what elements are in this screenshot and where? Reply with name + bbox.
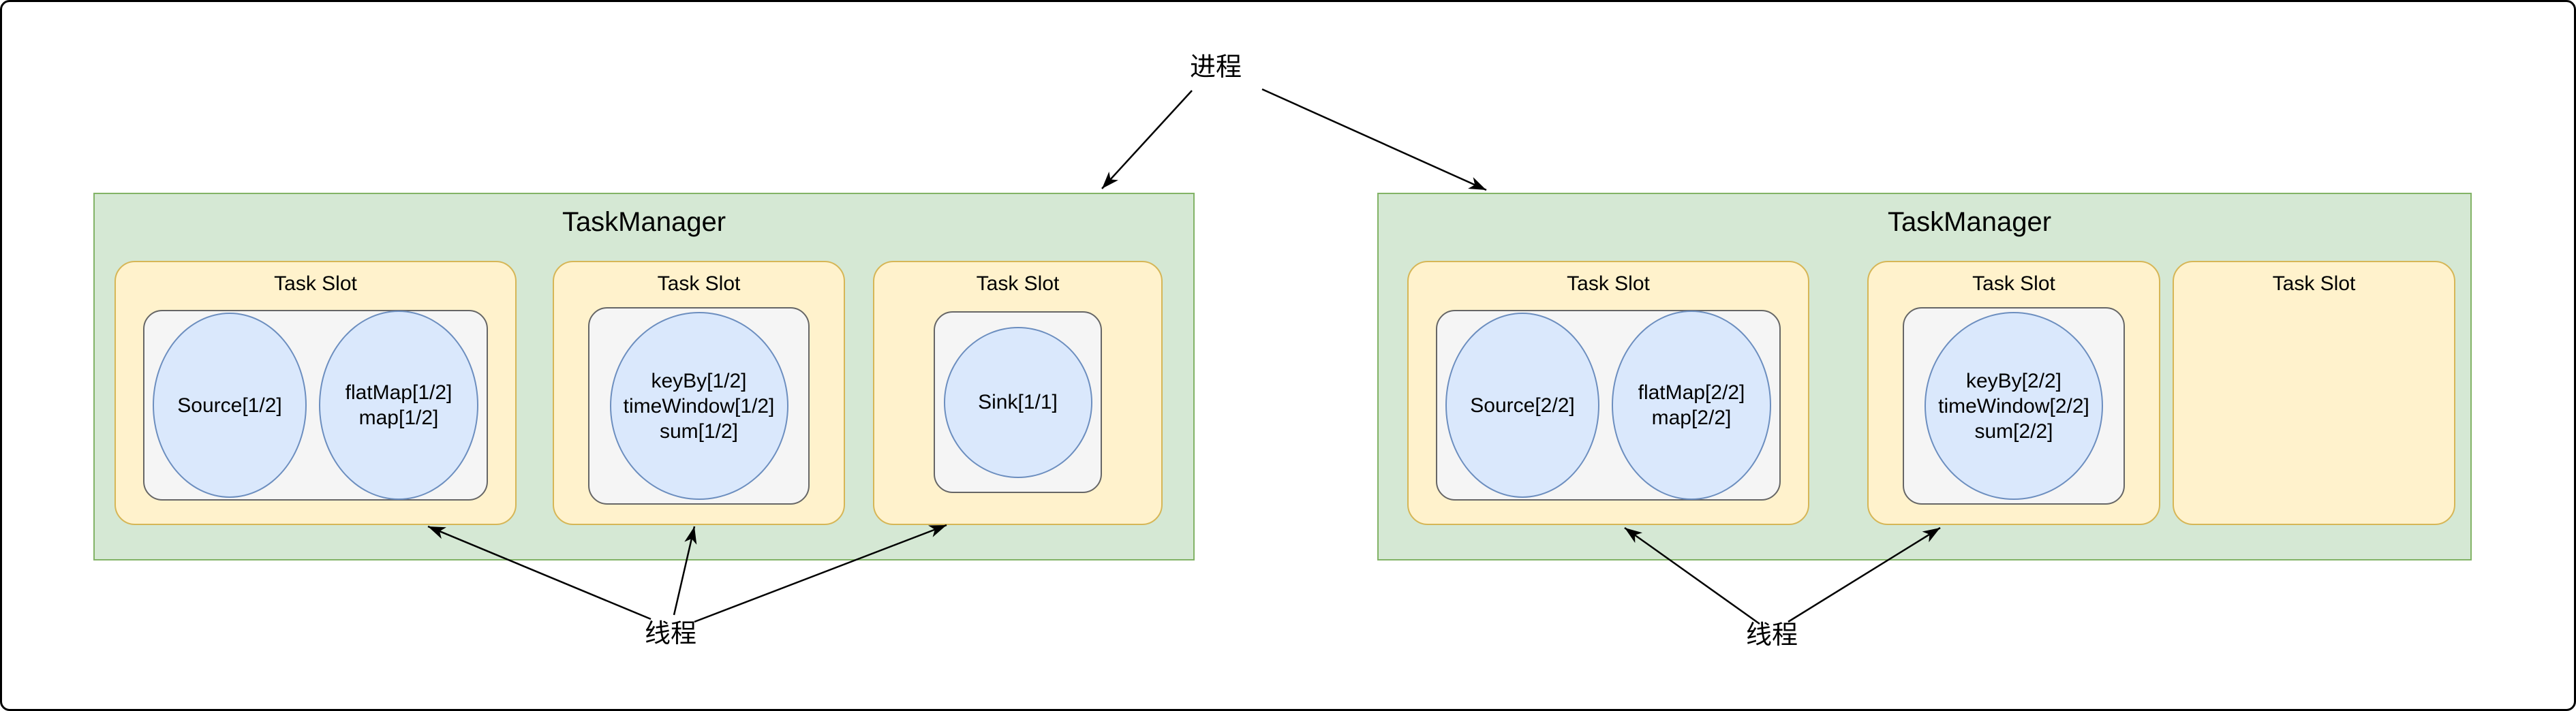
task-text: Source[1/2]: [177, 394, 282, 417]
task-text: map[1/2]: [358, 407, 439, 429]
task-text: keyBy[2/2]: [1965, 369, 2062, 392]
task-group: keyBy[1/2] timeWindow[1/2] sum[1/2]: [588, 307, 810, 505]
task-ellipse-keyby-timewindow-sum: keyBy[1/2] timeWindow[1/2] sum[1/2]: [609, 312, 788, 500]
task-ellipse-source: Source[1/2]: [153, 313, 307, 498]
task-ellipse-flatmap-map: flatMap[1/2] map[1/2]: [319, 311, 478, 500]
task-text: keyBy[1/2]: [651, 369, 747, 392]
taskmanager-right-title: TaskManager: [1887, 207, 2052, 237]
task-text: Sink[1/1]: [978, 391, 1058, 413]
task-slot-left-2: Task Slot keyBy[1/2] timeWindow[1/2] sum…: [553, 261, 845, 525]
task-slot-label: Task Slot: [2272, 272, 2356, 295]
thread-label-left: 线程: [644, 620, 696, 648]
taskmanager-right: TaskManager Task Slot Source[2/2] flatMa…: [1377, 193, 2472, 560]
process-label: 进程: [1189, 53, 1242, 82]
task-slot-label: Task Slot: [657, 272, 741, 295]
thread-label-right: 线程: [1745, 621, 1798, 650]
task-ellipse-source: Source[2/2]: [1445, 313, 1599, 498]
taskmanager-left: TaskManager Task Slot Source[1/2] flatMa…: [93, 193, 1195, 560]
process-arrow-to-left-taskmanager: [1101, 90, 1193, 189]
process-arrow-to-right-taskmanager: [1261, 88, 1487, 191]
task-group: Sink[1/1]: [934, 311, 1102, 493]
task-slot-right-3-empty: Task Slot: [2173, 261, 2455, 525]
task-text: timeWindow[2/2]: [1938, 394, 2089, 417]
task-group: Source[2/2] flatMap[2/2] map[2/2]: [1436, 310, 1781, 501]
task-text: sum[1/2]: [659, 420, 739, 443]
task-slot-left-3: Task Slot Sink[1/1]: [873, 261, 1163, 525]
taskmanager-left-title: TaskManager: [562, 207, 726, 237]
task-text: Source[2/2]: [1470, 394, 1575, 417]
task-text: sum[2/2]: [1974, 420, 2053, 443]
task-slot-right-1: Task Slot Source[2/2] flatMap[2/2] map[2…: [1407, 261, 1809, 525]
task-ellipse-keyby-timewindow-sum: keyBy[2/2] timeWindow[2/2] sum[2/2]: [1925, 312, 2103, 500]
task-text: flatMap[1/2]: [345, 381, 453, 404]
task-slot-label: Task Slot: [274, 272, 357, 295]
task-slot-right-2: Task Slot keyBy[2/2] timeWindow[2/2] sum…: [1867, 261, 2160, 525]
task-group: Source[1/2] flatMap[1/2] map[1/2]: [143, 310, 488, 501]
task-group: keyBy[2/2] timeWindow[2/2] sum[2/2]: [1903, 307, 2125, 505]
task-slot-label: Task Slot: [976, 272, 1060, 295]
task-ellipse-sink: Sink[1/1]: [943, 326, 1092, 478]
task-slot-label: Task Slot: [1567, 272, 1650, 295]
task-text: timeWindow[1/2]: [623, 394, 775, 417]
task-text: flatMap[2/2]: [1638, 381, 1745, 404]
task-text: map[2/2]: [1651, 407, 1732, 429]
task-ellipse-flatmap-map: flatMap[2/2] map[2/2]: [1612, 311, 1771, 500]
task-slot-left-1: Task Slot Source[1/2] flatMap[1/2] map[1…: [114, 261, 517, 525]
task-slot-label: Task Slot: [1972, 272, 2055, 295]
